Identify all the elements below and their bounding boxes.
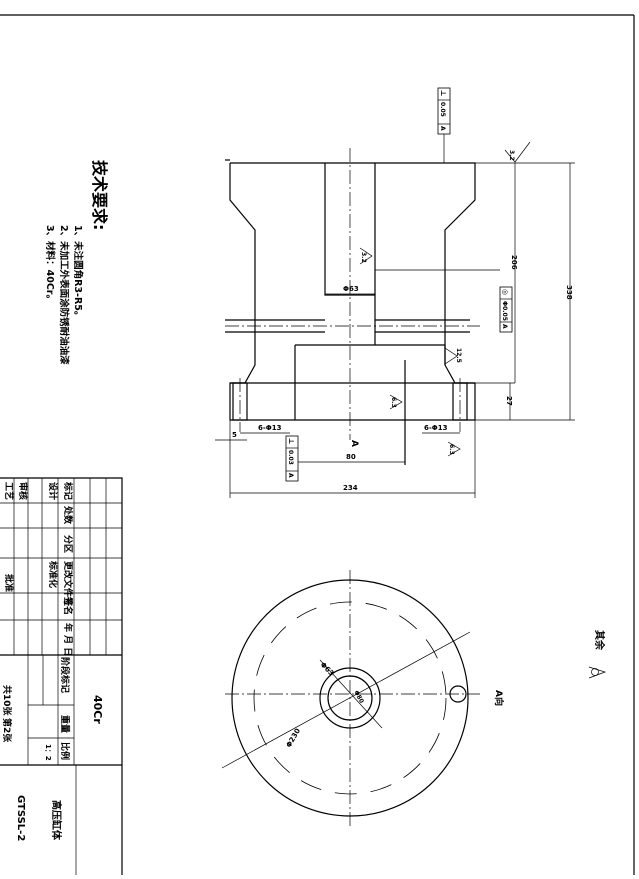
- dim-holes-right: 6-Φ13: [424, 424, 448, 432]
- role-approve: 批准: [3, 574, 15, 592]
- dim-206: 206: [510, 255, 518, 270]
- roughness-5: 6.3: [448, 444, 455, 455]
- stage-label: 阶段标记: [59, 657, 71, 693]
- dim-80: 80: [346, 453, 356, 461]
- gdt-3-symbol: ⊥: [287, 438, 295, 444]
- dim-338: 338: [565, 285, 573, 300]
- scale-label: 比例: [59, 742, 71, 760]
- gdt-2-tolerance: Φ0.05: [501, 301, 508, 321]
- section-view: [225, 148, 500, 465]
- drawing-number: GTSSL-2: [15, 795, 26, 841]
- rev-header-sign: 签名: [62, 596, 74, 615]
- section-mark: A: [349, 440, 359, 447]
- dim-holes-left: 6-Φ13: [258, 424, 282, 432]
- sheet-border: [0, 14, 635, 875]
- requirement-item-1: 1、未注圆角R3-R5。: [72, 225, 84, 320]
- scale-value: 1：2: [44, 744, 52, 761]
- rev-header-mark: 标记: [62, 481, 74, 500]
- sheet-current: 第2张: [1, 718, 13, 743]
- gdt-2-datum: A: [501, 324, 508, 329]
- dim-27: 27: [505, 396, 513, 406]
- gdt-frames: ⊥ 0.05 A ◎ Φ0.05 A ⊥ 0.03 A: [285, 87, 513, 482]
- a-view: Φ63 Φ80 Φ230 A向: [221, 570, 505, 826]
- view-label: A向: [493, 690, 505, 706]
- dim-top-phi63: Φ63: [319, 661, 336, 678]
- role-design: 设计: [47, 482, 59, 500]
- material: 40Cr: [91, 695, 104, 724]
- requirement-item-2: 2、未加工外表面涂防锈耐油油漆: [58, 225, 70, 365]
- weight-label: 重量: [59, 715, 71, 733]
- section-dimensions: 338 206 27 Φ63 234 80 6-Φ13 5 6-Φ13 A: [215, 162, 575, 498]
- other-surfaces-label: 其余: [593, 630, 606, 651]
- rev-header-zone: 分区: [62, 535, 74, 553]
- gdt-1-symbol: ⊥: [439, 90, 447, 96]
- rev-header-date: 年 月 日: [62, 623, 74, 656]
- gdt-2-symbol: ◎: [501, 289, 509, 295]
- roughness-symbols: 3.2 3.2 12.5 6.3 6.3: [359, 141, 531, 457]
- dim-234: 234: [343, 484, 358, 492]
- gdt-1-tolerance: 0.05: [439, 102, 446, 117]
- dim-phi63: Φ63: [343, 285, 359, 293]
- roughness-4: 6.3: [390, 397, 397, 408]
- sheet-total: 共10张: [1, 685, 13, 717]
- role-process: 工艺: [3, 482, 15, 500]
- rev-header-file: 更改文件号: [62, 561, 74, 606]
- dim-top-phi230: Φ230: [285, 727, 302, 749]
- gdt-3-datum: A: [287, 473, 294, 478]
- role-standardization: 标准化: [47, 560, 59, 588]
- role-review: 审核: [17, 482, 29, 500]
- gdt-1-datum: A: [439, 126, 446, 131]
- roughness-1: 3.2: [508, 150, 515, 161]
- gdt-3-tolerance: 0.03: [287, 450, 294, 465]
- roughness-3: 12.5: [455, 348, 462, 363]
- requirements-title: 技术要求:: [90, 160, 109, 230]
- other-surfaces: 其余: [588, 630, 607, 679]
- title-block: 标记 处数 分区 更改文件号 签名 年 月 日 设计 标准化 审核 工艺 批准 …: [0, 477, 123, 875]
- technical-requirements: 技术要求: 1、未注圆角R3-R5。 2、未加工外表面涂防锈耐油油漆 3、材料：…: [44, 160, 109, 365]
- part-name: 高压缸体: [50, 800, 63, 841]
- dim-5: 5: [232, 431, 237, 439]
- requirement-item-3: 3、材料：40Cr。: [44, 225, 56, 304]
- rev-header-count: 处数: [62, 505, 74, 525]
- roughness-2: 3.2: [360, 252, 367, 263]
